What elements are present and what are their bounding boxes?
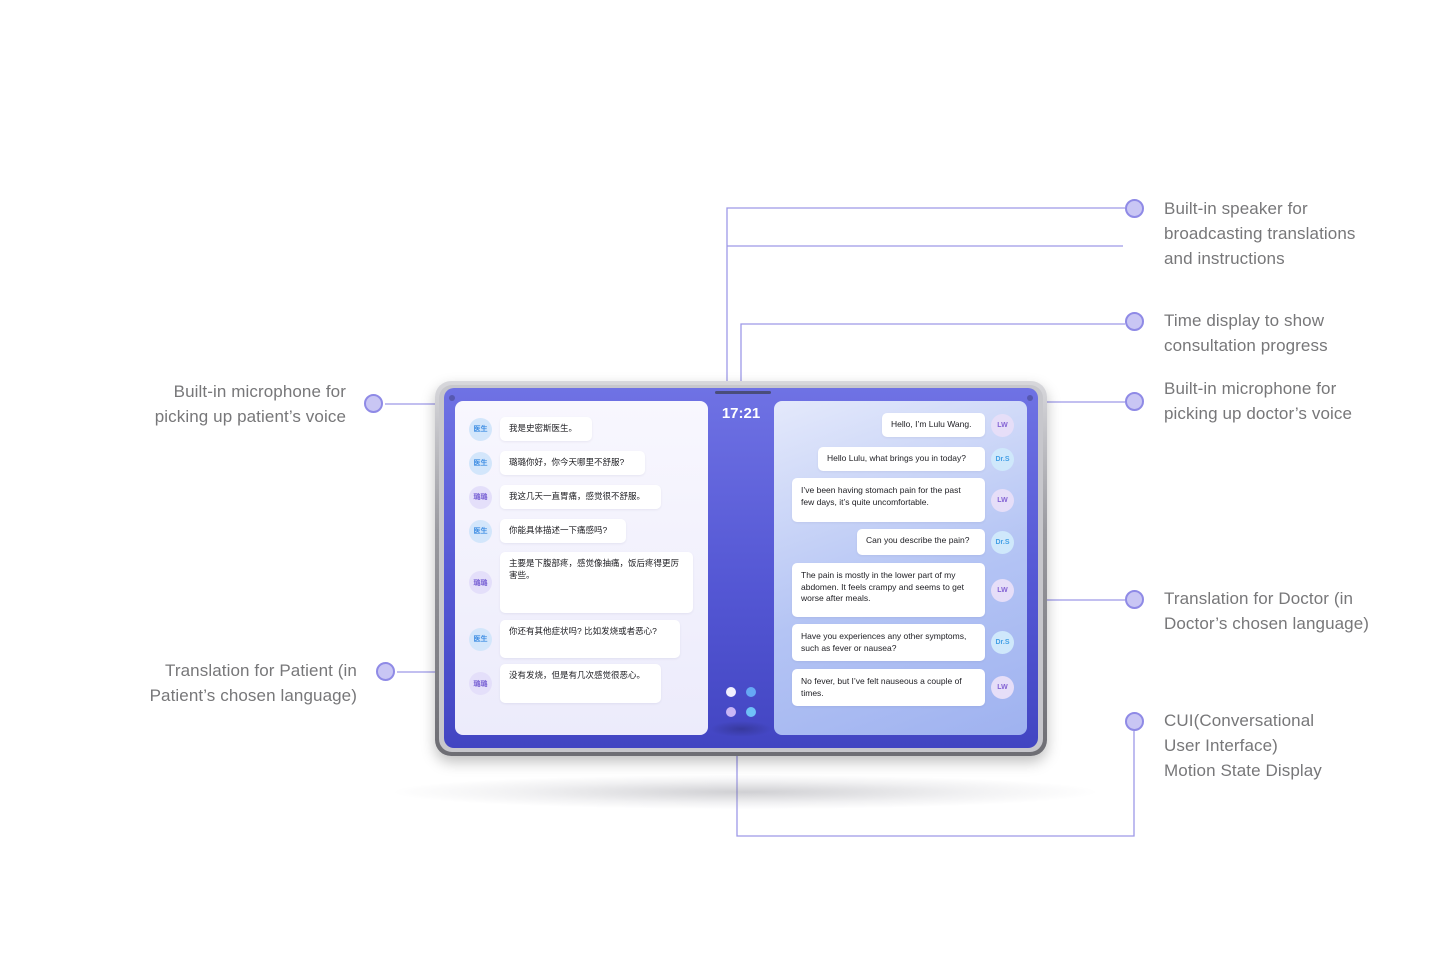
- callout-text: CUI(Conversational: [1164, 711, 1315, 730]
- callout-text: and instructions: [1164, 249, 1285, 268]
- patient-avatar: 璐璐: [469, 571, 492, 594]
- doctor-avatar: Dr.S: [991, 530, 1014, 554]
- doctor-avatar: 医生: [469, 451, 492, 475]
- callout-text: picking up doctor’s voice: [1164, 404, 1353, 423]
- chat-message: 我是史密斯医生。: [500, 417, 592, 441]
- callout-text: Built-in microphone for: [1164, 379, 1337, 398]
- callout-speaker: Built-in speaker for broadcasting transl…: [1164, 196, 1356, 271]
- callout-text: User Interface): [1164, 736, 1278, 755]
- callout-time-display: Time display to show consultation progre…: [1164, 308, 1328, 358]
- doctor-avatar: 医生: [469, 417, 492, 441]
- state-dot: [726, 707, 736, 717]
- callout-dot-translation-doctor: [1125, 590, 1144, 609]
- state-dot: [746, 707, 756, 717]
- callout-text: Translation for Doctor (in: [1164, 589, 1354, 608]
- callout-text: Built-in speaker for: [1164, 199, 1308, 218]
- chat-message: Hello Lulu, what brings you in today?: [818, 447, 985, 471]
- callout-text: broadcasting translations: [1164, 224, 1356, 243]
- callout-text: Time display to show: [1164, 311, 1325, 330]
- callout-text: picking up patient’s voice: [154, 407, 346, 426]
- doctor-avatar: 医生: [469, 627, 492, 651]
- chat-message: The pain is mostly in the lower part of …: [792, 563, 985, 617]
- callout-text: Doctor’s chosen language): [1164, 614, 1370, 633]
- leader-line-speaker: [726, 207, 1125, 385]
- callout-dot-cui: [1125, 712, 1144, 731]
- device-screen: 医生我是史密斯医生。医生璐璐你好，你今天哪里不舒服?璐璐我这几天一直胃痛，感觉很…: [444, 388, 1038, 748]
- chat-message: 璐璐你好，你今天哪里不舒服?: [500, 451, 645, 475]
- mic-right-icon: [1027, 395, 1033, 401]
- mic-left-icon: [449, 395, 455, 401]
- device-shadow: [395, 775, 1095, 809]
- callout-text: Patient’s chosen language): [149, 686, 357, 705]
- callout-translation-doctor: Translation for Doctor (in Doctor’s chos…: [1164, 586, 1369, 636]
- patient-avatar: 璐璐: [469, 672, 492, 695]
- callout-text: consultation progress: [1164, 336, 1328, 355]
- chat-message: 我这几天一直胃痛，感觉很不舒服。: [500, 485, 661, 509]
- callout-dot-time: [1125, 312, 1144, 331]
- callout-translation-patient: Translation for Patient (in Patient’s ch…: [150, 658, 357, 708]
- time-display: 17:21: [721, 405, 761, 422]
- patient-avatar: LW: [991, 488, 1014, 512]
- chat-message: 你还有其他症状吗? 比如发烧或者恶心?: [500, 620, 680, 658]
- callout-text: Built-in microphone for: [173, 382, 346, 401]
- chat-message: Have you experiences any other symptoms,…: [792, 624, 985, 661]
- leader-line-cui: [736, 731, 1135, 837]
- callout-dot-translation-patient: [376, 662, 395, 681]
- motion-glow: [710, 721, 772, 737]
- chat-message: 你能具体描述一下痛感吗?: [500, 519, 626, 543]
- doctor-avatar: 医生: [469, 519, 492, 543]
- callout-dot-mic-patient: [364, 394, 383, 413]
- callout-dot-speaker: [1125, 199, 1144, 218]
- patient-avatar: LW: [991, 578, 1014, 602]
- doctor-avatar: Dr.S: [991, 447, 1014, 471]
- translation-device: 医生我是史密斯医生。医生璐璐你好，你今天哪里不舒服?璐璐我这几天一直胃痛，感觉很…: [435, 381, 1047, 756]
- patient-avatar: 璐璐: [469, 485, 492, 509]
- chat-message: I’ve been having stomach pain for the pa…: [792, 478, 985, 522]
- state-dot: [746, 687, 756, 697]
- chat-message: Can you describe the pain?: [857, 529, 985, 555]
- doctor-avatar: Dr.S: [991, 631, 1014, 654]
- state-dot: [726, 687, 736, 697]
- callout-dot-mic-doctor: [1125, 392, 1144, 411]
- callout-text: Translation for Patient (in: [165, 661, 357, 680]
- callout-mic-patient: Built-in microphone for picking up patie…: [155, 379, 346, 429]
- callout-cui: CUI(Conversational User Interface) Motio…: [1164, 708, 1322, 783]
- callout-mic-doctor: Built-in microphone for picking up docto…: [1164, 376, 1352, 426]
- cui-motion-state-display: [726, 687, 758, 719]
- speaker-grille: [715, 391, 771, 394]
- chat-message: 没有发烧，但是有几次感觉很恶心。: [500, 664, 661, 703]
- chat-message: Hello, I’m Lulu Wang.: [882, 413, 985, 437]
- patient-avatar: LW: [991, 413, 1014, 437]
- patient-avatar: LW: [991, 676, 1014, 699]
- leader-line-time: [740, 323, 1125, 381]
- callout-text: Motion State Display: [1164, 761, 1322, 780]
- chat-message: No fever, but I’ve felt nauseous a coupl…: [792, 669, 985, 706]
- chat-message: 主要是下腹部疼，感觉像抽痛，饭后疼得更厉害些。: [500, 552, 693, 613]
- patient-translation-panel[interactable]: 医生我是史密斯医生。医生璐璐你好，你今天哪里不舒服?璐璐我这几天一直胃痛，感觉很…: [455, 401, 708, 735]
